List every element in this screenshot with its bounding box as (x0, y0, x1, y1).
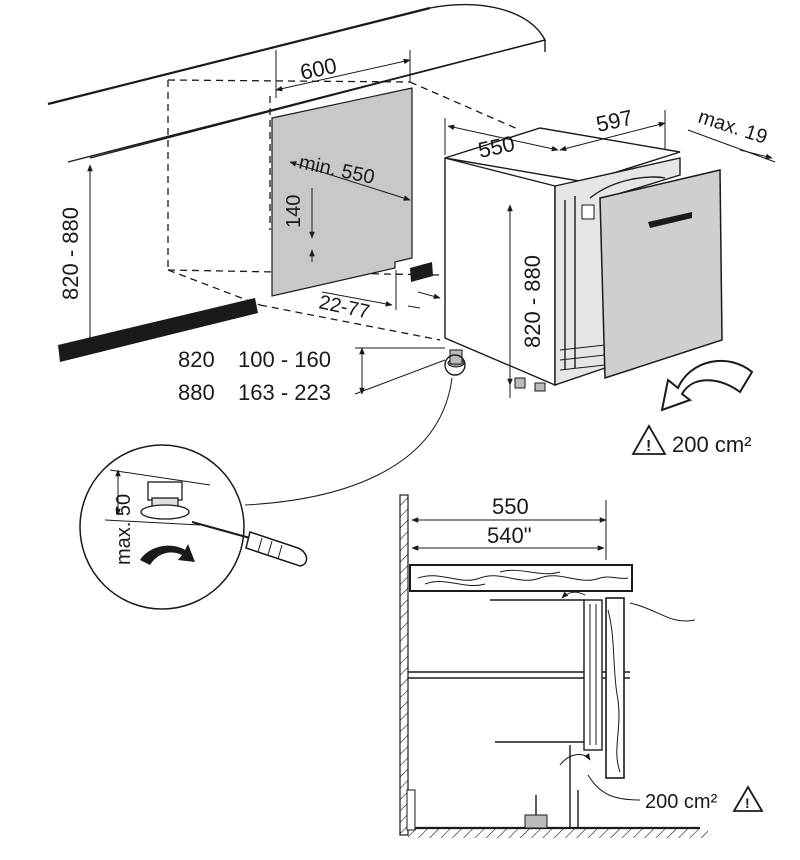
ventilation-label-bottom: 200 cm² ! (587, 774, 764, 813)
svg-text:!: ! (745, 795, 750, 811)
airflow-arrow-icon (660, 359, 754, 412)
door-handle-icon (648, 212, 692, 228)
appliance-feet (447, 349, 546, 392)
label-niche-width: 600 (298, 53, 339, 85)
dimension-plinth-height: 140 (283, 188, 315, 262)
label-niche-height: 820 - 880 (58, 207, 83, 300)
ventilation-label-top: ! 200 cm² (631, 424, 751, 457)
feet-height-table: 820 100 - 160 880 163 - 223 (178, 347, 446, 405)
floor-plinth (58, 262, 433, 362)
feet-row2-height: 880 (178, 380, 215, 405)
section-view (399, 494, 708, 838)
foot-detail-callout: max. 50 (79, 354, 466, 610)
ventilation-area-bottom: 200 cm² (645, 791, 718, 813)
label-foot-adjust-max: max. 50 (113, 494, 135, 565)
countertop-outline (47, 3, 547, 163)
label-section-inner: 540" (487, 523, 532, 548)
dimension-section-inner: 540" (411, 523, 605, 551)
label-appliance-height: 820 - 880 (520, 255, 545, 348)
dimension-niche-height: 820 - 880 (58, 164, 93, 351)
warning-triangle-icon: ! (732, 785, 764, 812)
screwdriver-icon (191, 521, 308, 567)
svg-text:!: ! (646, 438, 651, 455)
warning-triangle-icon: ! (631, 424, 667, 455)
feet-row2-range: 163 - 223 (238, 380, 331, 405)
label-plinth-setback: 22-77 (317, 291, 372, 323)
furniture-door-panel (599, 169, 723, 380)
label-section-outer: 550 (492, 494, 529, 519)
label-plinth-height: 140 (283, 195, 305, 228)
dimension-niche-width: 600 (275, 50, 411, 98)
dimension-appliance-height: 820 - 880 (507, 204, 545, 398)
appliance-body (444, 127, 681, 387)
niche-back-wall (271, 87, 413, 297)
dimension-section-outer: 550 (411, 494, 607, 560)
rotate-arrow-icon (140, 544, 195, 565)
feet-row1-range: 100 - 160 (238, 347, 331, 372)
label-door-max: max. 19 (695, 106, 769, 149)
ventilation-area-top: 200 cm² (672, 432, 751, 457)
dimension-door-max: max. 19 (687, 106, 776, 163)
feet-row1-height: 820 (178, 347, 215, 372)
